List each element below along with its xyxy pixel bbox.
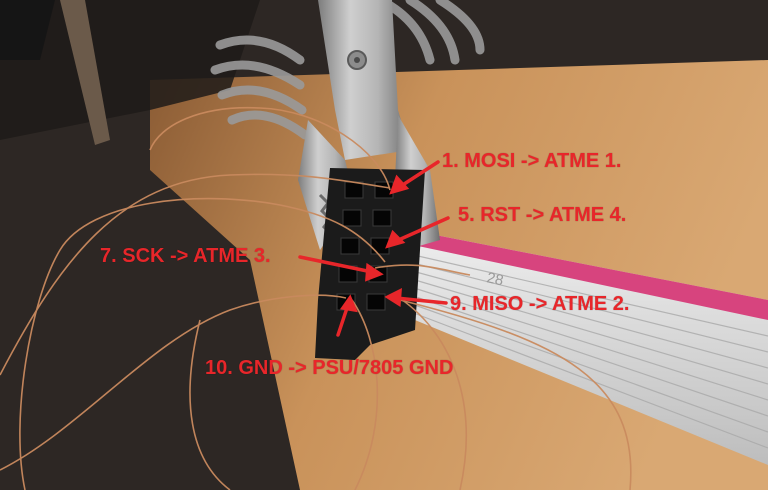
- helping-hand-arm: [0, 0, 55, 60]
- connector-pin-hole: [374, 181, 394, 199]
- annotation-arrows: [298, 160, 450, 337]
- idc-connector: [315, 168, 425, 360]
- helping-hand-rod: [60, 0, 110, 145]
- connector-pin-hole: [340, 237, 360, 255]
- label-rst: 5. RST -> ATME 4.: [458, 204, 627, 226]
- arrow-miso: [394, 296, 448, 305]
- ribbon-cable-marking: 28: [485, 269, 505, 289]
- bench-shadow: [0, 0, 260, 140]
- arrow-mosi: [396, 160, 440, 190]
- connector-pin-hole: [372, 209, 392, 227]
- connector-pin-hole: [366, 293, 386, 311]
- ribbon-cable: [410, 232, 768, 465]
- label-mosi: 1. MOSI -> ATME 1.: [442, 150, 622, 172]
- connector-pin-hole: [342, 209, 362, 227]
- label-sck: 7. SCK -> ATME 3.: [100, 245, 271, 267]
- connector-pin-hole: [344, 181, 364, 199]
- label-gnd: 10. GND -> PSU/7805 GND: [205, 357, 454, 379]
- arrow-rst: [392, 216, 450, 244]
- label-miso: 9. MISO -> ATME 2.: [450, 293, 630, 315]
- copper-wires: [0, 106, 632, 490]
- arrow-sck: [298, 255, 374, 274]
